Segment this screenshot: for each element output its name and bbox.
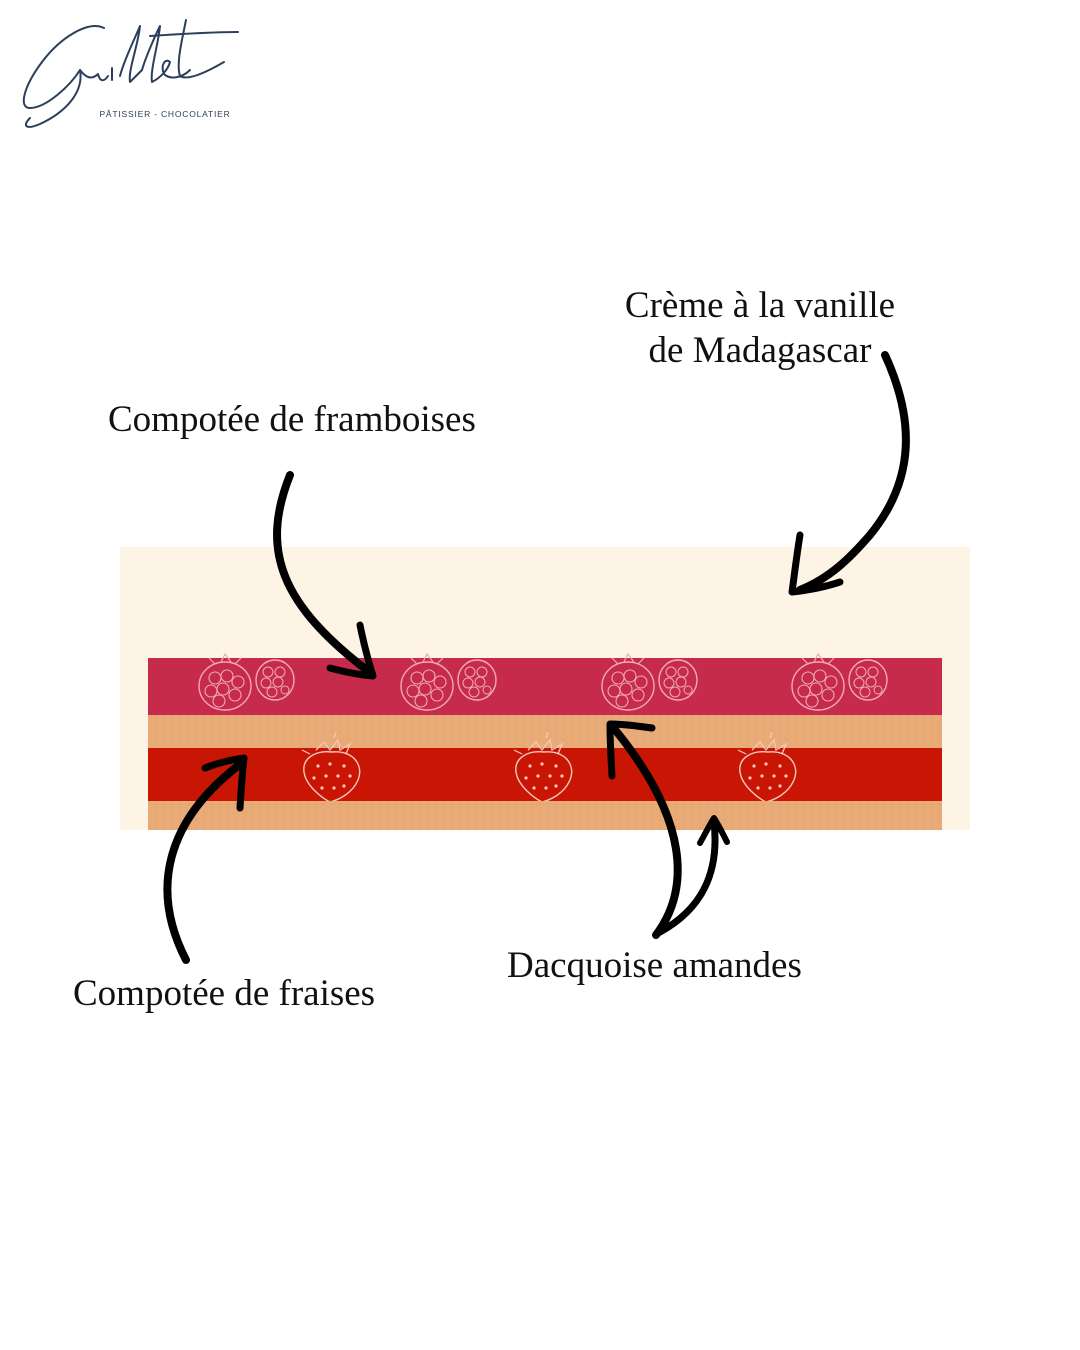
strawberry-icon	[513, 731, 573, 803]
raspberry-icon	[255, 659, 295, 701]
raspberry-icon	[400, 653, 454, 711]
label-creme-line1: Crème à la vanille	[624, 285, 896, 326]
signature-logo	[22, 19, 239, 128]
arrow-dacquoise-top	[608, 722, 682, 939]
raspberry-icon	[791, 653, 845, 711]
label-dacquoise-amandes: Dacquoise amandes	[507, 945, 802, 986]
layer-compotee-framboises	[148, 658, 942, 715]
label-creme-line2: de Madagascar	[648, 330, 872, 371]
raspberry-icon	[658, 659, 698, 701]
arrow-fraises	[163, 758, 247, 964]
arrow-head-framboises	[326, 621, 377, 680]
strawberry-icon	[301, 731, 361, 803]
arrow-head-creme	[788, 531, 844, 596]
brand-tagline: PÂTISSIER - CHOCOLATIER	[99, 109, 230, 119]
strawberry-icon	[737, 731, 797, 803]
layer-creme-vanille	[120, 547, 970, 830]
label-compotee-fraises: Compotée de fraises	[73, 973, 376, 1014]
arrow-framboises	[273, 471, 376, 678]
layer-dacquoise-bottom	[148, 801, 942, 830]
raspberry-icon	[848, 659, 888, 701]
arrow-creme	[796, 351, 910, 594]
raspberry-icon	[601, 653, 655, 711]
arrow-dacquoise-bottom	[656, 818, 719, 936]
arrow-head-dacquoise-top	[606, 720, 656, 780]
raspberry-icon	[198, 653, 252, 711]
arrow-head-fraises	[201, 754, 248, 812]
label-creme-vanille: Crème à la vanille de Madagascar	[600, 283, 920, 373]
layer-dacquoise-top	[148, 715, 942, 748]
arrow-head-dacquoise-bottom	[697, 815, 730, 846]
label-compotee-framboises: Compotée de framboises	[108, 399, 476, 440]
raspberry-icon	[457, 659, 497, 701]
brand-logo: PÂTISSIER - CHOCOLATIER	[22, 19, 239, 128]
layer-compotee-fraises	[148, 748, 942, 801]
